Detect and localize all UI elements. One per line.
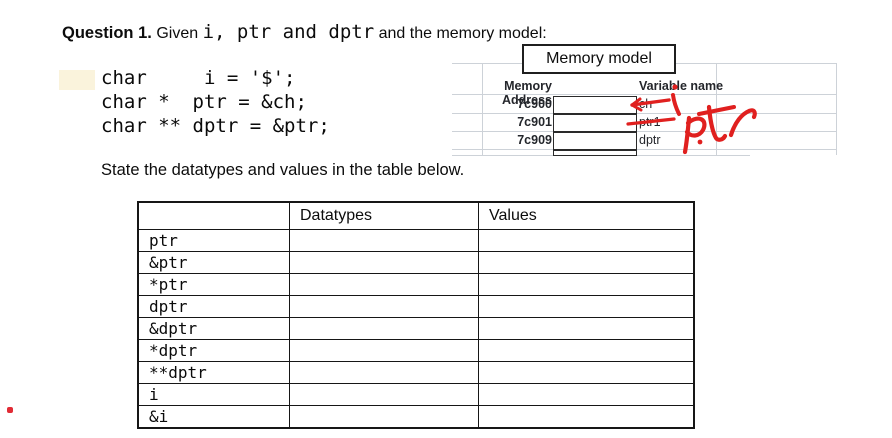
row-label: &ptr [137, 251, 290, 274]
memory-address: 7c900 [517, 97, 552, 111]
answer-table-header-row: Datatypes Values [137, 201, 695, 230]
row-label: &dptr [137, 317, 290, 340]
handwritten-p-bowl [684, 116, 707, 138]
value-cell [478, 405, 695, 429]
handwritten-t-crossbar [697, 105, 736, 116]
code-highlight-mark [59, 70, 95, 90]
row-label: *dptr [137, 339, 290, 362]
value-cell [478, 339, 695, 362]
header-empty [137, 201, 290, 230]
memory-value-cell-partial [553, 150, 637, 156]
memory-model-title-box: Memory model [522, 44, 676, 74]
datatype-cell [289, 383, 479, 406]
strikethrough-ch [630, 98, 671, 107]
value-cell [478, 251, 695, 274]
row-label: dptr [137, 295, 290, 318]
table-row: dptr [137, 295, 695, 318]
datatype-cell [289, 273, 479, 296]
question-title: Question 1. Given i, ptr and dptr and th… [62, 21, 547, 43]
value-cell [478, 273, 695, 296]
memory-model-title: Memory model [546, 50, 652, 67]
table-row: i [137, 383, 695, 406]
table-row: **dptr [137, 361, 695, 384]
value-cell [478, 229, 695, 252]
memory-address-header: Memory Address [501, 79, 552, 107]
code-line: char i = '$'; [101, 67, 296, 89]
memory-value-cell [553, 132, 637, 150]
memory-address: 7c901 [517, 115, 552, 129]
handwritten-t-stem [706, 104, 728, 142]
memory-address: 7c909 [517, 133, 552, 147]
datatype-cell [289, 405, 479, 429]
table-row: &dptr [137, 317, 695, 340]
row-label: i [137, 383, 290, 406]
question-inline-code: i, ptr and dptr [202, 21, 375, 43]
header-values: Values [478, 201, 695, 230]
answer-table: Datatypes Values ptr &ptr *ptr dptr [137, 201, 695, 429]
handwritten-i-dot [672, 84, 678, 90]
row-label: **dptr [137, 361, 290, 384]
table-row: *ptr [137, 273, 695, 296]
handwritten-r [728, 108, 757, 138]
red-pen-annotations [626, 84, 757, 155]
question-text-post: and the memory model: [378, 25, 547, 42]
datatype-cell [289, 339, 479, 362]
datatype-cell [289, 229, 479, 252]
datatype-cell [289, 251, 479, 274]
value-cell [478, 295, 695, 318]
pen-dot [7, 407, 13, 413]
value-cell [478, 361, 695, 384]
table-row: *dptr [137, 339, 695, 362]
code-line: char ** dptr = &ptr; [101, 115, 330, 137]
row-label: ptr [137, 229, 290, 252]
datatype-cell [289, 295, 479, 318]
variable-name: dptr [639, 133, 661, 147]
code-line: char * ptr = &ch; [101, 91, 307, 113]
row-label: *ptr [137, 273, 290, 296]
code-block: char i = '$'; char * ptr = &ch; char ** … [101, 66, 330, 138]
strikethrough-ptr1 [626, 117, 676, 126]
table-row: ptr [137, 229, 695, 252]
handwritten-i-stem [671, 93, 681, 116]
instruction-text: State the datatypes and values in the ta… [101, 161, 465, 179]
table-row: &i [137, 405, 695, 429]
question-text-pre: Given [156, 25, 199, 42]
row-label: &i [137, 405, 290, 429]
variable-name-header: Variable name [639, 79, 724, 93]
datatype-cell [289, 317, 479, 340]
datatype-cell [289, 361, 479, 384]
header-datatypes: Datatypes [289, 201, 479, 230]
value-cell [478, 383, 695, 406]
pen-dot [697, 139, 703, 145]
question-number: Question 1. [62, 24, 152, 42]
value-cell [478, 317, 695, 340]
table-row: &ptr [137, 251, 695, 274]
strikethrough-ch-hook [630, 97, 643, 112]
